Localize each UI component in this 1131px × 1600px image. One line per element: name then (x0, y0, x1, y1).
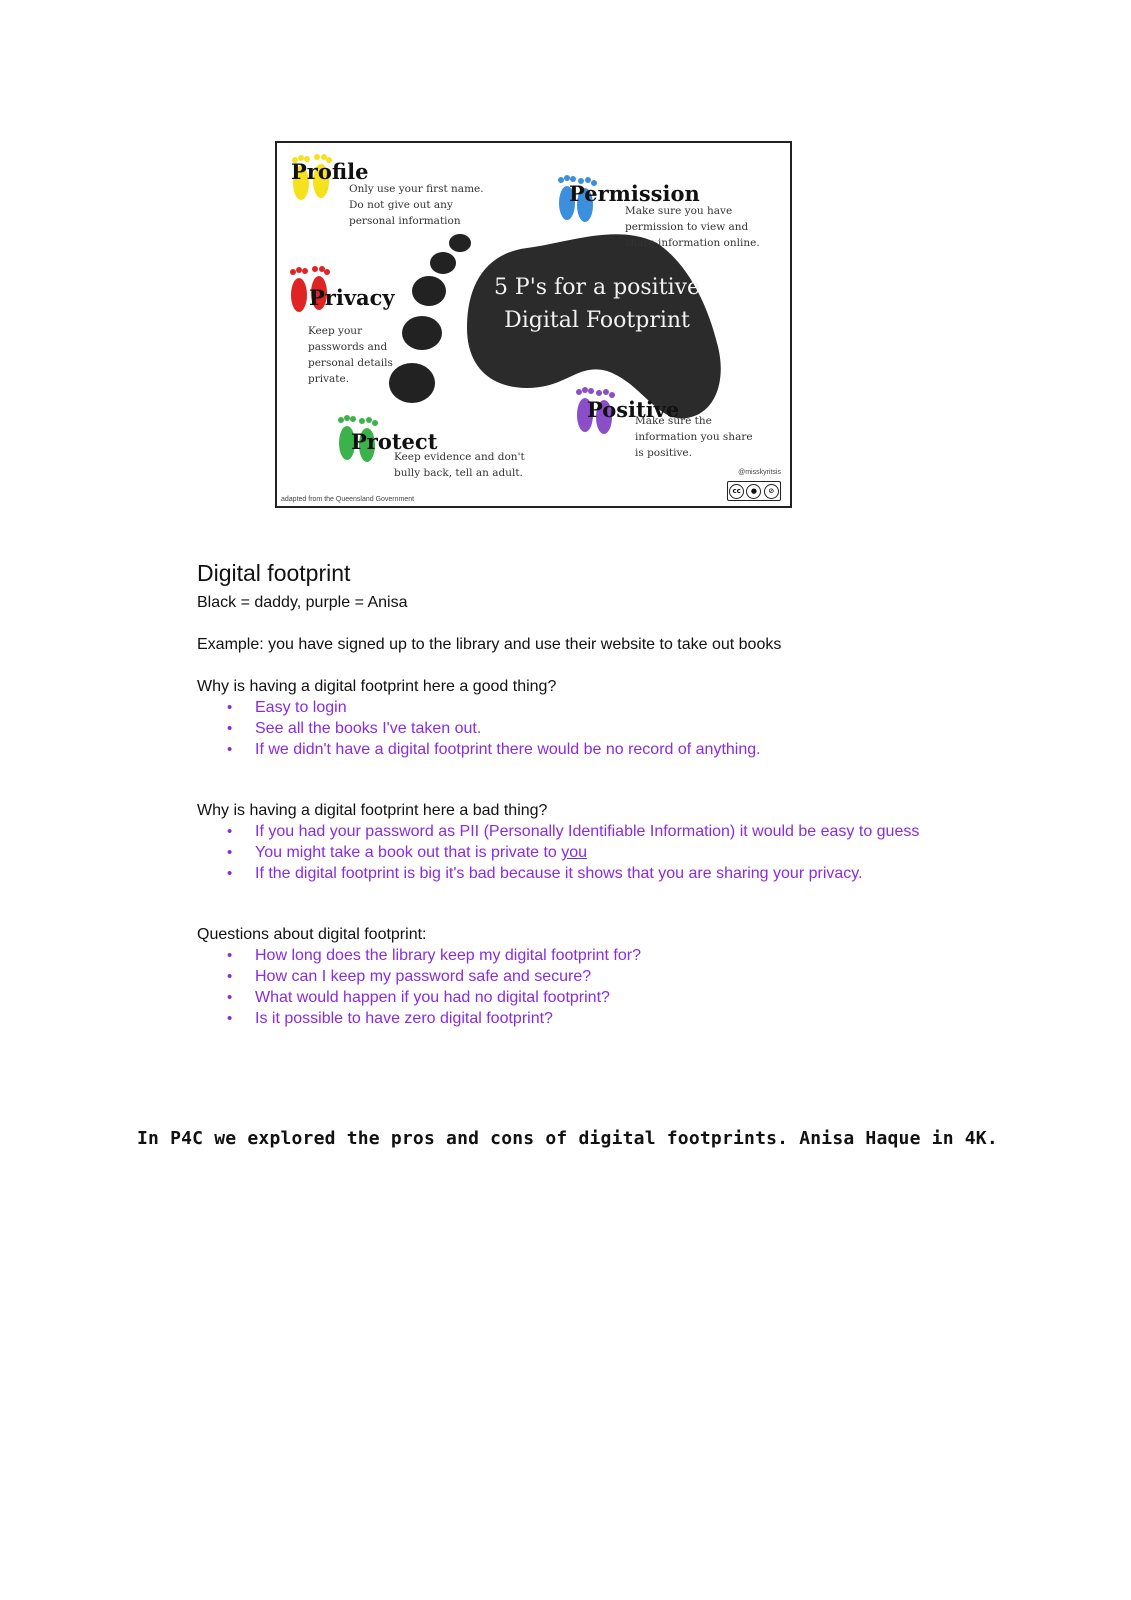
blue-feet-icon (558, 175, 597, 222)
nc-icon: ⊘ (763, 483, 779, 499)
questions-list: How long does the library keep my digita… (197, 945, 957, 1029)
bad-answers-list: If you had your password as PII (Persona… (197, 821, 957, 884)
toe-icon (449, 234, 471, 252)
privacy-heading: Privacy (309, 285, 395, 310)
positive-text: Make sure the information you share is p… (635, 415, 753, 459)
caption-text: In P4C we explored the pros and cons of … (137, 1128, 998, 1149)
protect-heading: Protect (351, 429, 438, 454)
permission-text: Make sure you have permission to view an… (625, 205, 760, 249)
color-legend: Black = daddy, purple = Anisa (197, 594, 408, 611)
page-title: Digital footprint (197, 560, 351, 586)
bad-question: Why is having a digital footprint here a… (197, 802, 548, 819)
bad-thing-section: Why is having a digital footprint here a… (197, 800, 957, 884)
yellow-feet-icon (292, 154, 332, 200)
list-item: If you had your password as PII (Persona… (227, 821, 957, 842)
privacy-text: Keep your passwords and personal details… (308, 325, 393, 385)
green-feet-icon (338, 415, 378, 462)
big-footprint-icon (467, 234, 721, 419)
list-item: See all the books I've taken out. (227, 718, 957, 739)
questions-heading: Questions about digital footprint: (197, 926, 427, 943)
example-text: Example: you have signed up to the libra… (197, 636, 782, 653)
list-item: If we didn't have a digital footprint th… (227, 739, 957, 760)
toe-icon (402, 316, 442, 350)
list-item: If the digital footprint is big it's bad… (227, 863, 957, 884)
profile-heading: Profile (291, 159, 369, 184)
cc-badge-label: cc (729, 483, 745, 499)
poster-artwork (290, 154, 721, 462)
list-item: You might take a book out that is privat… (227, 842, 957, 863)
notes-section: Digital footprint Black = daddy, purple … (197, 558, 957, 1029)
list-item: Is it possible to have zero digital foot… (227, 1008, 957, 1029)
digital-footprint-poster: 5 P's for a positive Digital Footprint P… (275, 141, 792, 508)
list-item: What would happen if you had no digital … (227, 987, 957, 1008)
underlined-word: you (561, 844, 588, 861)
list-item: Easy to login (227, 697, 957, 718)
protect-text: Keep evidence and don't bully back, tell… (394, 451, 525, 479)
profile-text: Only use your first name. Do not give ou… (349, 183, 484, 227)
toe-icon (430, 252, 456, 274)
good-question: Why is having a digital footprint here a… (197, 678, 557, 695)
creative-commons-icon: cc●⊘ (727, 481, 781, 501)
permission-heading: Permission (569, 181, 700, 206)
red-feet-icon (290, 266, 330, 312)
toe-icon (389, 363, 435, 403)
good-answers-list: Easy to login See all the books I've tak… (197, 697, 957, 760)
questions-section: Questions about digital footprint: How l… (197, 924, 957, 1029)
by-icon: ● (746, 483, 762, 499)
good-thing-section: Why is having a digital footprint here a… (197, 676, 957, 760)
list-item: How can I keep my password safe and secu… (227, 966, 957, 987)
poster-center-title: 5 P's for a positive Digital Footprint (493, 275, 701, 333)
positive-heading: Positive (587, 397, 680, 422)
toe-icon (412, 276, 446, 306)
purple-feet-icon (576, 387, 615, 434)
source-credit: adapted from the Queensland Government (281, 496, 415, 503)
author-handle: @misskyritsis (738, 469, 781, 476)
list-item-text: You might take a book out that is privat… (255, 844, 562, 861)
list-item: How long does the library keep my digita… (227, 945, 957, 966)
